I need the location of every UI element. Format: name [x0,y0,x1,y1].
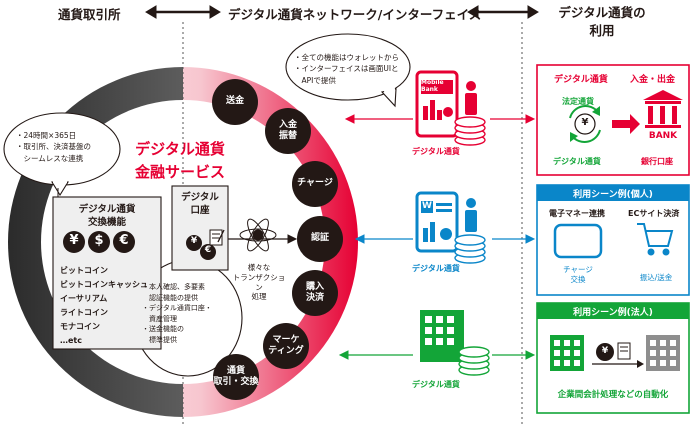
usage-blue-left-label: 電子マネー連携 [549,209,605,218]
usage-red-bank-label: BANK [648,131,678,141]
person-icon-red [465,81,477,115]
usage-red-header-right: 入金・出金 [630,75,676,85]
service-purchase-payment: 購入 決済 [292,270,338,316]
yen-symbol: ¥ [69,233,79,248]
header-network: デジタル通貨ネットワーク/インターフェイス [228,7,482,22]
flow-label-green: デジタル通貨 [412,380,460,389]
flow-arrow-red [344,114,536,124]
account-yen-symbol: ¥ [190,236,198,246]
exchange-bubble-shape [3,112,121,197]
coin-stack-green [458,346,490,376]
mobile-bank-text: Mobile Bank [421,79,444,93]
tablet-icon [415,191,459,253]
account-euro-symbol: € [204,245,212,255]
account-bubble-text: ・本人確認、多要素 認証機能の提供 ・デジタル通貨口座・ 資産管理 ・送金機能の… [142,282,212,345]
coin-list-item: …etc [60,336,82,345]
company-building-right-icon [646,335,680,371]
usage-red-yen-symbol: ¥ [581,117,589,128]
flow-arrow-blue [354,234,536,244]
document-icon [209,229,225,246]
usage-blue-right-caption: 振込/送金 [639,273,673,282]
flow-arrow-green [338,350,536,360]
header-usage: デジタル通貨の 利用 [558,5,646,39]
exchange-bubble-text: ・24時間×365日 ・取引所、決済基盤の シームレスな連携 [16,130,91,164]
exchange-box-shape [52,188,162,350]
service-currency-exchange: 通貨 取引・交換 [213,354,259,400]
green-box-arrowhead [637,360,644,368]
exchange-bubble-line: シームレスな連携 [16,153,84,163]
usage-blue-right-label: ECサイト決済 [628,209,680,218]
exchange-bubble-line: ・24時間×365日 [16,131,77,140]
network-icon [239,218,277,252]
red-box-arrow [612,114,640,134]
yen-coin-icon [574,113,596,135]
usage-box-green-header [537,303,689,319]
account-bubble-line: 認証機能の提供 [142,293,198,302]
shopping-cart-icon [637,223,674,256]
euro-symbol: € [119,233,129,248]
company-building-left-icon [550,335,584,371]
dollar-symbol: $ [94,233,104,248]
coin-list: ビットコイン ビットコインキャッシュ イーサリアム ライトコイン モナコイン …… [60,264,148,348]
usage-green-caption: 企業間会計処理などの自動化 [557,390,669,400]
coin-stack-blue [454,234,486,264]
coin-list-item: ライトコイン [60,308,108,317]
center-title: デジタル通貨 金融サービス [134,140,225,181]
coin-list-item: モナコイン [60,322,100,331]
green-box-yen-coin [596,343,614,361]
tablet-w-text: W [422,201,432,211]
mobile-bank-phone [415,70,459,138]
account-bubble-line: 標準提供 [142,335,177,344]
coin-list-item: イーサリアム [60,294,108,303]
account-bubble-line: ・本人確認、多要素 [142,283,205,291]
account-bubble-line: ・デジタル通貨口座・ [142,304,212,312]
transaction-label: 様々な トランザクション 処理 [232,263,286,302]
usage-green-yen-symbol: ¥ [601,346,609,356]
service-authentication: 認証 [297,216,343,262]
service-remittance: 送金 [212,79,258,125]
office-building-icon [420,310,464,362]
e-money-card-icon [553,223,603,259]
green-box-document-icon [617,342,631,360]
account-box-title: デジタル 口座 [181,192,219,217]
exchange-bubble-line: ・取引所、決済基盤の [16,142,91,152]
usage-red-bottom-left: デジタル通貨 [553,157,601,166]
wallet-bubble-line: ・全ての機能はウォレットから [294,53,399,62]
coin-list-item: ビットコインキャッシュ [60,280,148,289]
usage-blue-left-caption: チャージ 交換 [563,265,593,285]
flow-label-blue: デジタル通貨 [412,264,460,273]
usage-red-legal-tender: 法定通貨 [562,97,594,106]
wallet-bubble-line: ・インターフェイスは画面UIと [294,64,399,74]
header-arrow-left [145,5,221,19]
header-arrow-right [467,5,539,19]
coin-stack-red [454,116,486,146]
currency-coins [63,231,135,253]
flow-label-red: デジタル通貨 [412,147,460,156]
usage-blue-title: 利用シーン例(個人) [573,190,653,200]
wallet-bubble-line: APIで提供 [294,75,336,85]
service-charge: チャージ [292,161,338,207]
account-coins [186,235,216,260]
exchange-box-title: デジタル通貨 交換機能 [78,204,136,229]
wallet-bubble-text: ・全ての機能はウォレットから ・インターフェイスは画面UIと APIで提供 [294,52,399,86]
account-box-shape [171,185,229,271]
usage-box-blue-header [537,185,689,201]
account-bubble-line: 資産管理 [142,314,177,323]
usage-red-bottom-right: 銀行口座 [641,157,673,166]
account-bubble-line: ・送金機能の [142,325,184,333]
usage-green-title: 利用シーン例(法人) [573,308,653,318]
wallet-bubble-shape [285,33,411,108]
usage-red-header-left: デジタル通貨 [554,75,608,85]
service-deposit-transfer: 入金 振替 [265,108,311,154]
coin-list-item: ビットコイン [60,266,108,275]
bank-building-icon [643,90,683,128]
service-marketing: マーケ ティング [263,323,309,369]
header-exchange: 通貨取引所 [58,7,121,22]
exchange-cycle-icon [569,105,601,143]
person-icon-blue [465,198,477,232]
